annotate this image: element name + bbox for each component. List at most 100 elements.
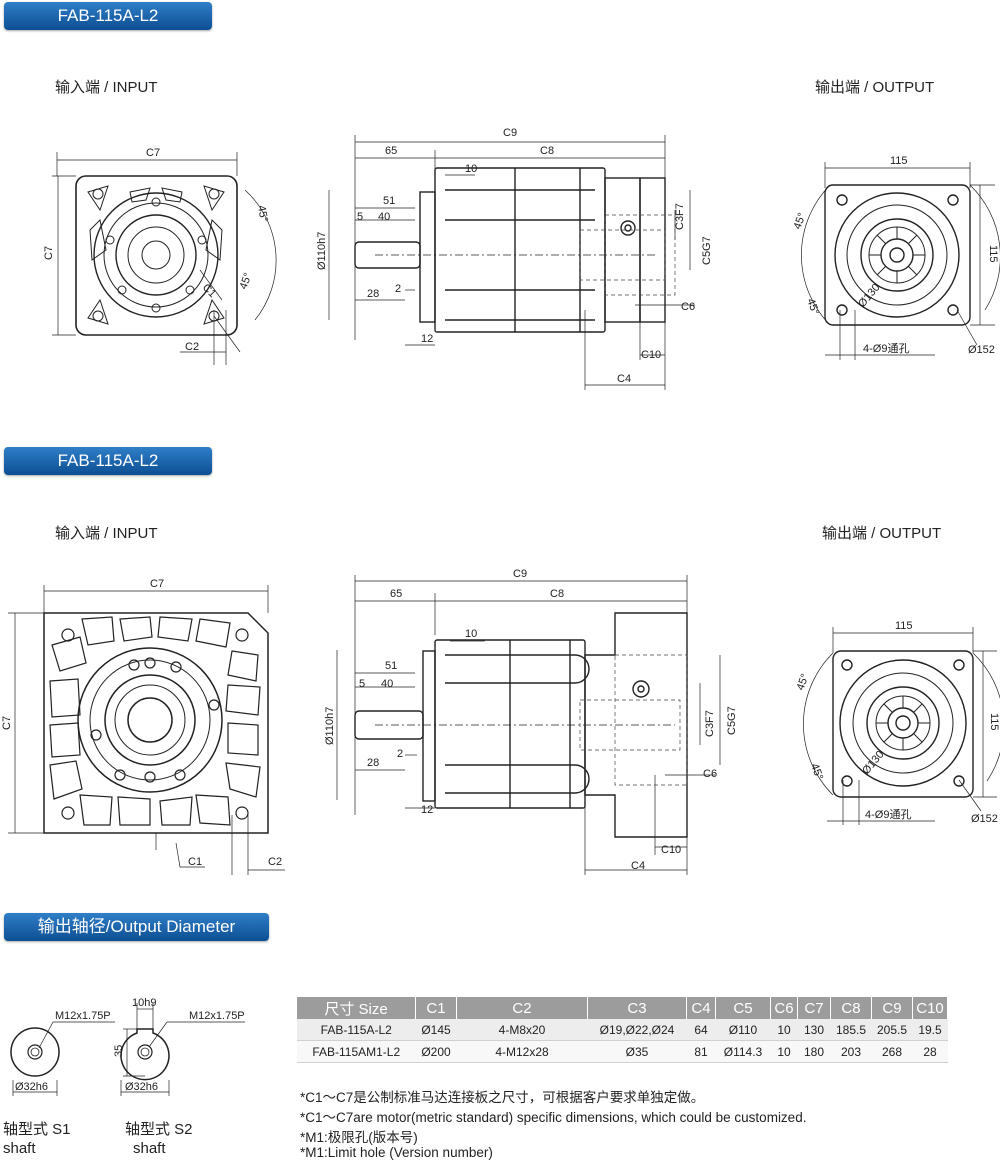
output-diameter-title: 输出轴径/Output Diameter [4,913,269,941]
dim-c2-2: C2 [268,856,282,868]
table-cell: Ø35 [587,1040,687,1063]
input-label-1: 输入端 / INPUT [55,79,158,96]
side-view-drawing-2: C9 65 C8 10 51 5 40 28 2 Ø110h7 12 C3F7 … [324,568,738,875]
dim-115-top-2: 115 [895,620,913,632]
header-c9: C9 [871,997,913,1019]
header-c5: C5 [715,997,771,1019]
dim-28-1: 28 [367,288,379,300]
header-c7: C7 [797,997,831,1019]
output-flange-drawing-1: 115 115 45° 45° Ø130 4-Ø9通孔 Ø152 [792,155,1000,360]
dim-51-1: 51 [383,195,395,207]
dim-2-2: 2 [397,748,403,760]
dim-c9-2: C9 [513,568,527,580]
table-cell: Ø200 [415,1040,457,1063]
dim-c5g7-1: C5G7 [701,236,713,265]
dim-d110-2: Ø110h7 [324,707,336,745]
note-2: *C1～C7are motor(metric standard) specifi… [300,1110,807,1125]
s1-diameter-label: Ø32h6 [15,1081,48,1093]
dim-c6-1: C6 [681,301,695,313]
table-cell: 64 [686,1019,716,1041]
table-cell: 10 [770,1040,798,1063]
section-title-2: FAB-115A-L2 [4,447,212,475]
dim-5-1: 5 [357,211,363,223]
note-1: *C1～C7是公制标准马达连接板之尺寸，可根据客户要求单独定做。 [300,1090,705,1105]
dim-45-out-a-1: 45° [792,211,809,231]
dim-c7-side-1: C7 [43,246,55,260]
s1-name: 轴型式 S1 [3,1121,71,1138]
dim-d110-1: Ø110h7 [316,232,328,270]
dim-65-1: 65 [385,145,397,157]
dim-holes-1: 4-Ø9通孔 [863,342,909,355]
s1-thread-label: M12x1.75P [55,1010,111,1022]
dim-12-1: 12 [421,333,433,345]
output-flange-drawing-2: 115 115 45° 45° Ø130 4-Ø9通孔 Ø152 [795,620,1000,825]
s2-key-label: 10h9 [132,997,156,1009]
table-cell: 130 [797,1019,831,1041]
dim-c4-2: C4 [631,860,645,872]
header-c2: C2 [456,997,588,1019]
s1-sub: shaft [3,1140,36,1157]
header-c10: C10 [912,997,948,1019]
dim-c10-2: C10 [661,844,681,856]
table-cell: 268 [871,1040,913,1063]
dim-c3f7-1: C3F7 [674,203,686,230]
section-title-1: FAB-115A-L2 [4,2,212,30]
shaft-s2-drawing: 10h9 M12x1.75P 35 Ø32h6 [113,997,245,1096]
side-view-drawing-1: C9 65 C8 10 51 5 40 28 2 Ø110h7 12 C3F7 … [316,127,713,390]
header-c8: C8 [830,997,872,1019]
table-cell: FAB-115A-L2 [297,1019,416,1041]
table-cell: 4-M8x20 [456,1019,588,1041]
output-label-1: 输出端 / OUTPUT [815,79,935,96]
dim-51-2: 51 [385,660,397,672]
dim-d152-1: Ø152 [968,344,995,356]
spec-table: 尺寸 Size C1 C2 C3 C4 C5 C6 C7 C8 C9 C10 F… [297,997,948,1063]
header-size: 尺寸 Size [297,997,416,1019]
table-cell: FAB-115AM1-L2 [297,1040,416,1063]
dim-5-2: 5 [359,678,365,690]
dim-45-out-b-2: 45° [808,762,825,782]
header-c3: C3 [587,997,687,1019]
table-row: FAB-115AM1-L2 Ø200 4-M12x28 Ø35 81 Ø114.… [297,1040,948,1063]
dim-65-2: 65 [390,588,402,600]
note-4: *M1:Limit hole (Version number) [300,1145,493,1160]
input-label-2: 输入端 / INPUT [55,525,158,542]
dim-d152-2: Ø152 [971,813,998,825]
table-cell: 205.5 [871,1019,913,1041]
dim-c1-2: C1 [188,856,202,868]
s2-shaft-caption: 轴型式 S2 shaft [125,1120,193,1158]
dim-115-top-1: 115 [890,155,908,167]
table-cell: 28 [912,1040,948,1063]
shaft-s1-drawing: M12x1.75P Ø32h6 [10,1010,115,1096]
table-cell: 81 [686,1040,716,1063]
input-flange-drawing-1: C7 C7 45° 45° C1 C2 [43,147,277,365]
table-cell: 180 [797,1040,831,1063]
dim-28-2: 28 [367,757,379,769]
dim-c9-1: C9 [503,127,517,139]
dim-c7-top-1: C7 [146,147,160,159]
header-c6: C6 [770,997,798,1019]
s2-diameter-label: Ø32h6 [125,1081,158,1093]
dim-115-side-2: 115 [988,713,1000,731]
dim-c8-2: C8 [550,588,564,600]
dim-40-2: 40 [381,678,393,690]
dim-c3f7-2: C3F7 [704,710,716,737]
table-cell: Ø110 [715,1019,771,1041]
dim-holes-2: 4-Ø9通孔 [865,808,911,821]
dim-c10-1: C10 [641,349,661,361]
table-cell: Ø19,Ø22,Ø24 [587,1019,687,1041]
table-cell: Ø114.3 [715,1040,771,1063]
dim-45-out-b-1: 45° [804,297,821,317]
s1-shaft-caption: 轴型式 S1 shaft [3,1120,71,1158]
dim-c7-side-2: C7 [1,716,13,730]
table-row: FAB-115A-L2 Ø145 4-M8x20 Ø19,Ø22,Ø24 64 … [297,1019,948,1041]
dim-10-1: 10 [465,163,477,175]
output-label-2: 输出端 / OUTPUT [822,525,942,542]
dim-c8-1: C8 [540,145,554,157]
table-cell: 4-M12x28 [456,1040,588,1063]
table-cell: Ø145 [415,1019,457,1041]
s2-thread-label: M12x1.75P [189,1010,245,1022]
input-flange-drawing-2: C7 C7 C1 C2 [1,578,285,875]
dim-115-side-1: 115 [987,245,999,263]
dim-12-2: 12 [421,804,433,816]
table-cell: 10 [770,1019,798,1041]
